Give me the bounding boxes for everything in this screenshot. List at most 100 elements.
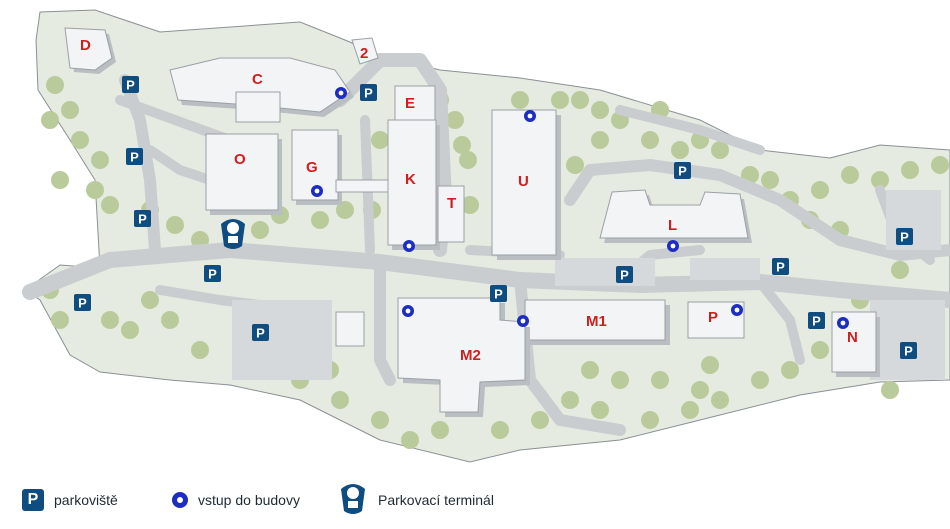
building-label-D: D	[80, 37, 91, 54]
tree	[41, 111, 59, 129]
building-label-M1: M1	[586, 313, 607, 330]
svg-text:P: P	[620, 268, 629, 283]
tree	[711, 141, 729, 159]
svg-text:P: P	[256, 326, 265, 341]
tree	[811, 181, 829, 199]
building-M2[interactable]	[397, 297, 526, 413]
parking-sign-icon[interactable]: P	[252, 324, 269, 341]
tree	[371, 131, 389, 149]
building-entrance-icon[interactable]	[524, 110, 536, 122]
building-C-wing[interactable]	[235, 91, 281, 123]
legend-terminal: Parkovací terminál	[338, 484, 494, 514]
building-label-L: L	[668, 217, 677, 234]
tree	[901, 161, 919, 179]
building-entrances	[311, 87, 849, 329]
parking-sign-icon[interactable]: P	[126, 148, 143, 165]
tree	[166, 216, 184, 234]
building-entrance-icon[interactable]	[403, 240, 415, 252]
tree	[91, 151, 109, 169]
tree	[51, 171, 69, 189]
building-P[interactable]	[687, 301, 745, 339]
parking-sign-icon[interactable]: P	[490, 285, 507, 302]
tree	[311, 211, 329, 229]
tree	[566, 156, 584, 174]
building-U[interactable]	[491, 109, 557, 256]
building-label-N: N	[847, 329, 858, 346]
building-entrance-icon[interactable]	[311, 185, 323, 197]
parking-sign-icon[interactable]: P	[808, 312, 825, 329]
building-entrance-icon[interactable]	[731, 304, 743, 316]
tree	[491, 421, 509, 439]
building-label-U: U	[518, 173, 529, 190]
tree	[681, 401, 699, 419]
parking-terminal-icon	[341, 484, 365, 514]
building-entrance-icon[interactable]	[402, 305, 414, 317]
building-T[interactable]	[437, 185, 465, 243]
svg-text:P: P	[494, 287, 503, 302]
building-D[interactable]	[64, 27, 113, 71]
tree	[446, 111, 464, 129]
tree	[641, 411, 659, 429]
tree	[671, 141, 689, 159]
tree	[841, 166, 859, 184]
building-label-C: C	[252, 71, 263, 88]
building-entrance-icon	[172, 492, 188, 508]
svg-text:P: P	[776, 260, 785, 275]
tree	[71, 131, 89, 149]
parking-sign-icon[interactable]: P	[360, 84, 377, 101]
svg-text:P: P	[904, 344, 913, 359]
map-legend: P parkoviště vstup do budovy Parkovací t…	[0, 470, 950, 529]
parking-sign-icon[interactable]: P	[896, 228, 913, 245]
building-entrance-icon[interactable]	[837, 317, 849, 329]
tree	[931, 156, 949, 174]
building-entrance-icon[interactable]	[667, 240, 679, 252]
buildings	[64, 27, 880, 417]
tree	[46, 76, 64, 94]
legend-parking: P parkoviště	[22, 487, 118, 513]
parking-sign-icon[interactable]: P	[616, 266, 633, 283]
tree	[401, 431, 419, 449]
parking-sign-icon[interactable]: P	[772, 258, 789, 275]
building-entrance-icon[interactable]	[335, 87, 347, 99]
building-label-O: O	[234, 151, 246, 168]
building-entrance-icon[interactable]	[517, 315, 529, 327]
tree	[551, 91, 569, 109]
tree	[891, 261, 909, 279]
tree	[641, 131, 659, 149]
tree	[561, 391, 579, 409]
tree	[459, 151, 477, 169]
parking-sign-icon[interactable]: P	[900, 342, 917, 359]
tree	[461, 196, 479, 214]
parking-sign-icon[interactable]: P	[74, 294, 91, 311]
tree	[101, 196, 119, 214]
tree	[611, 371, 629, 389]
svg-text:P: P	[138, 212, 147, 227]
tree	[453, 136, 471, 154]
building-small	[335, 311, 365, 347]
svg-text:P: P	[126, 78, 135, 93]
tree	[331, 391, 349, 409]
building-2[interactable]	[351, 37, 379, 65]
tree	[751, 371, 769, 389]
parking-sign-icon[interactable]: P	[204, 265, 221, 282]
legend-parking-label: parkoviště	[54, 492, 118, 508]
parking-sign-icon[interactable]: P	[134, 210, 151, 227]
building-O[interactable]	[205, 133, 279, 211]
svg-text:P: P	[900, 230, 909, 245]
parking-sign-icon[interactable]: P	[674, 162, 691, 179]
parking-lots	[232, 190, 945, 380]
building-C[interactable]	[169, 57, 351, 113]
parking-terminal-icon[interactable]	[221, 219, 245, 249]
building-label-E: E	[405, 95, 415, 112]
building-L[interactable]	[599, 189, 749, 239]
svg-text:P: P	[208, 267, 217, 282]
building-K[interactable]	[387, 119, 437, 246]
parking-sign-icon[interactable]: P	[122, 76, 139, 93]
building-label-T: T	[447, 195, 456, 212]
tree	[651, 371, 669, 389]
tree	[871, 171, 889, 189]
building-label-G: G	[306, 159, 318, 176]
building-E[interactable]	[394, 85, 436, 127]
tree	[701, 356, 719, 374]
svg-text:P: P	[364, 86, 373, 101]
